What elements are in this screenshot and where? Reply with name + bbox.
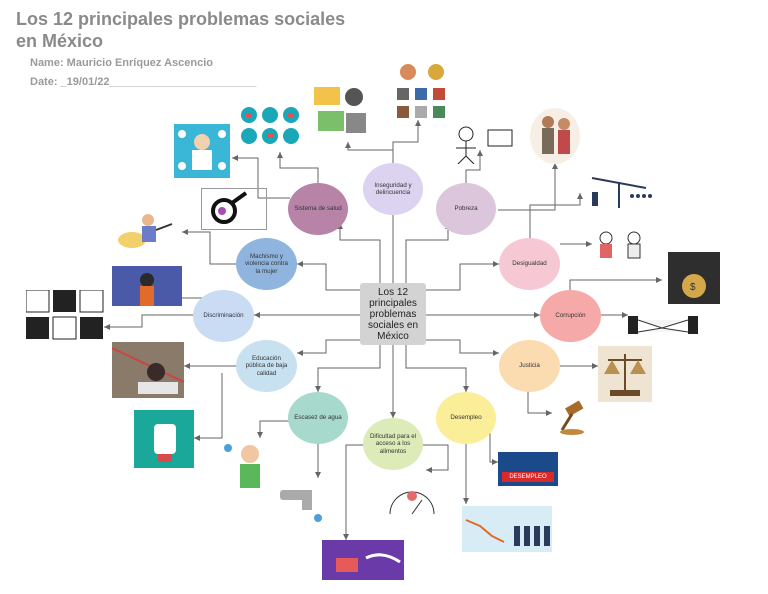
justice-scale-image — [598, 346, 652, 402]
link-inseguridad-img1 — [347, 142, 394, 163]
central-topic: Los 12 principales problemas sociales en… — [360, 283, 426, 345]
node-acceso-alimentos: Dificultad para el acceso a los alimento… — [363, 418, 423, 470]
node-corrupcion: Corrupción — [540, 290, 601, 342]
link-desempleo — [405, 345, 467, 392]
student-image — [111, 342, 185, 398]
node-educacion-publica: Educación pública de baja calidad — [236, 340, 297, 392]
link-pobreza — [405, 223, 449, 283]
food-scale-image — [376, 484, 446, 526]
link-desempleo-img2 — [489, 433, 498, 463]
link-pobreza-img2 — [498, 163, 556, 211]
link-inseguridad-img2 — [392, 120, 419, 163]
crime-collage-image — [314, 83, 370, 139]
link-salud-img2 — [232, 157, 290, 199]
node-sistema-de-salud: Sistema de salud — [288, 183, 348, 235]
link-desigualdad — [426, 263, 499, 291]
food-basket-image — [322, 540, 404, 580]
poor-family-image — [530, 108, 580, 164]
link-pobreza-img1 — [465, 150, 481, 183]
title-line-1: Los 12 principales problemas sociales — [16, 9, 346, 29]
link-discriminacion-img1 — [104, 314, 195, 328]
discrimination-group-image — [112, 266, 182, 306]
link-alimentos-img1 — [345, 444, 366, 540]
node-justicia: Justicia — [499, 340, 560, 392]
node-discriminacion: Discriminación — [193, 290, 254, 342]
security-icons-image — [393, 60, 451, 122]
link-justicia-img2 — [527, 390, 552, 414]
link-corrupcion-img1 — [569, 279, 662, 290]
school-bag-image — [134, 410, 194, 468]
unemployment-chart-image — [462, 506, 552, 552]
handshake-image — [628, 306, 698, 342]
node-machismo-violencia: Machismo y violencia contra la mujer — [236, 238, 297, 290]
node-inseguridad-delincuencia: Inseguridad y delincuencia — [363, 163, 423, 215]
author-name: Name: Mauricio Enríquez Ascencio — [30, 57, 213, 69]
inequality-figures-image — [592, 228, 650, 264]
faucet-image — [280, 480, 328, 526]
unemployment-sign-image: DESEMPLEO — [498, 452, 558, 486]
inequality-scale-image — [584, 168, 654, 210]
node-desigualdad: Desigualdad — [499, 238, 560, 290]
link-machismo-img — [182, 231, 238, 265]
link-educacion-img2 — [194, 373, 223, 439]
link-salud-img1 — [279, 152, 319, 183]
svg-text:$: $ — [690, 282, 696, 293]
link-agua — [317, 345, 381, 392]
thirsty-person-image — [222, 440, 278, 492]
gavel-image — [552, 400, 586, 436]
date-field: Date: _19/01/22________________________ — [30, 76, 257, 88]
title-line-2: en México — [16, 31, 104, 51]
money-bag-image: $ — [668, 252, 720, 304]
link-educacion — [297, 339, 366, 354]
node-pobreza: Pobreza — [436, 183, 496, 235]
unemployment-sign-text: DESEMPLEO — [502, 472, 554, 482]
poverty-sketch-image — [450, 122, 520, 165]
link-justicia — [426, 339, 499, 354]
node-escasez-de-agua: Escasez de agua — [288, 392, 348, 444]
node-desempleo: Desempleo — [436, 392, 496, 444]
health-icons-image — [240, 105, 302, 147]
link-alimentos-img2 — [420, 444, 449, 471]
page-title: Los 12 principales problemas sociales en… — [16, 8, 376, 52]
violence-image — [112, 210, 182, 252]
gender-symbol-image — [201, 188, 267, 230]
link-machismo — [297, 263, 366, 291]
link-salud — [339, 223, 381, 283]
discrimination-icons-image — [25, 289, 104, 340]
link-agua-img1 — [259, 420, 292, 438]
doctor-image — [174, 124, 230, 178]
